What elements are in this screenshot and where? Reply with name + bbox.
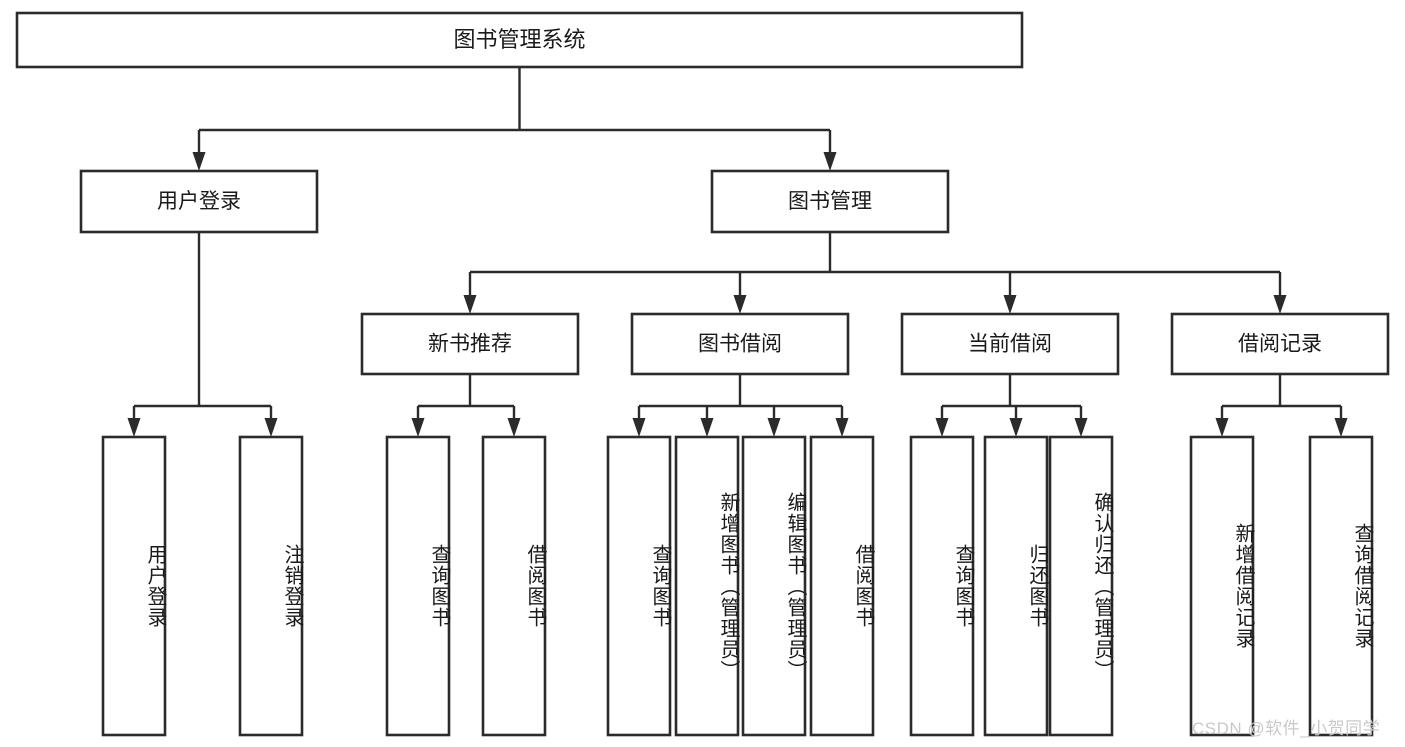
connector-current-borrow-arrow-2 bbox=[1074, 418, 1088, 437]
connector-new-book-recommend-arrow-0 bbox=[411, 418, 425, 437]
connector-root-arrow-1 bbox=[823, 152, 837, 171]
connector-book-management-arrow-0 bbox=[463, 295, 477, 314]
connector-borrow-records-arrow-1 bbox=[1334, 418, 1348, 437]
node-box-root[interactable] bbox=[15, 11, 1024, 69]
node-label-new-book-recommend: 新书推荐 bbox=[428, 333, 512, 356]
node-box-layer bbox=[15, 11, 1390, 737]
connector-book-borrow-arrow-1 bbox=[700, 418, 714, 437]
connector-layer bbox=[127, 67, 1348, 437]
node-label-user-login: 用户登录 bbox=[157, 190, 241, 213]
node-label-root: 图书管理系统 bbox=[453, 27, 585, 52]
connector-book-management-arrow-3 bbox=[1273, 295, 1287, 314]
node-box-leaf-borrow-book-2[interactable] bbox=[809, 435, 875, 737]
connector-user-login-arrow-0 bbox=[127, 418, 141, 437]
connector-user-login-arrow-1 bbox=[264, 418, 278, 437]
node-box-book-management[interactable] bbox=[710, 169, 950, 234]
node-box-leaf-edit-book-admin[interactable] bbox=[741, 435, 807, 737]
node-box-book-borrow[interactable] bbox=[630, 312, 850, 376]
node-label-current-borrow: 当前借阅 bbox=[968, 333, 1052, 356]
connector-book-borrow-arrow-3 bbox=[835, 418, 849, 437]
node-label-book-management: 图书管理 bbox=[788, 190, 872, 213]
node-box-leaf-borrow-book-1[interactable] bbox=[481, 435, 547, 737]
node-box-leaf-query-book-3[interactable] bbox=[909, 435, 975, 737]
node-box-new-book-recommend[interactable] bbox=[360, 312, 580, 376]
node-box-leaf-query-borrow-record[interactable] bbox=[1308, 435, 1374, 737]
node-label-book-borrow: 图书借阅 bbox=[698, 333, 782, 356]
connector-book-borrow-arrow-0 bbox=[632, 418, 646, 437]
node-box-leaf-query-book-1[interactable] bbox=[385, 435, 451, 737]
connector-new-book-recommend-arrow-1 bbox=[507, 418, 521, 437]
node-label-borrow-records: 借阅记录 bbox=[1238, 333, 1322, 356]
node-box-borrow-records[interactable] bbox=[1170, 312, 1390, 376]
node-box-leaf-add-borrow-record[interactable] bbox=[1189, 435, 1255, 737]
node-box-leaf-query-book-2[interactable] bbox=[606, 435, 672, 737]
node-box-current-borrow[interactable] bbox=[900, 312, 1120, 376]
connector-borrow-records-arrow-0 bbox=[1215, 418, 1229, 437]
node-box-leaf-return-book[interactable] bbox=[983, 435, 1049, 737]
node-box-leaf-add-book-admin[interactable] bbox=[674, 435, 740, 737]
connector-current-borrow-arrow-0 bbox=[935, 418, 949, 437]
connector-book-management-arrow-2 bbox=[1003, 295, 1017, 314]
connector-book-borrow-arrow-2 bbox=[767, 418, 781, 437]
connector-root-arrow-0 bbox=[192, 152, 206, 171]
connector-book-management-arrow-1 bbox=[733, 295, 747, 314]
node-box-leaf-user-login[interactable] bbox=[101, 435, 167, 737]
node-box-user-login[interactable] bbox=[79, 169, 319, 234]
node-box-leaf-confirm-return-admin[interactable] bbox=[1048, 435, 1114, 737]
node-box-leaf-user-logout[interactable] bbox=[238, 435, 304, 737]
connector-current-borrow-arrow-1 bbox=[1009, 418, 1023, 437]
csdn-watermark: CSDN @软件_小贺同学 bbox=[1192, 719, 1381, 738]
